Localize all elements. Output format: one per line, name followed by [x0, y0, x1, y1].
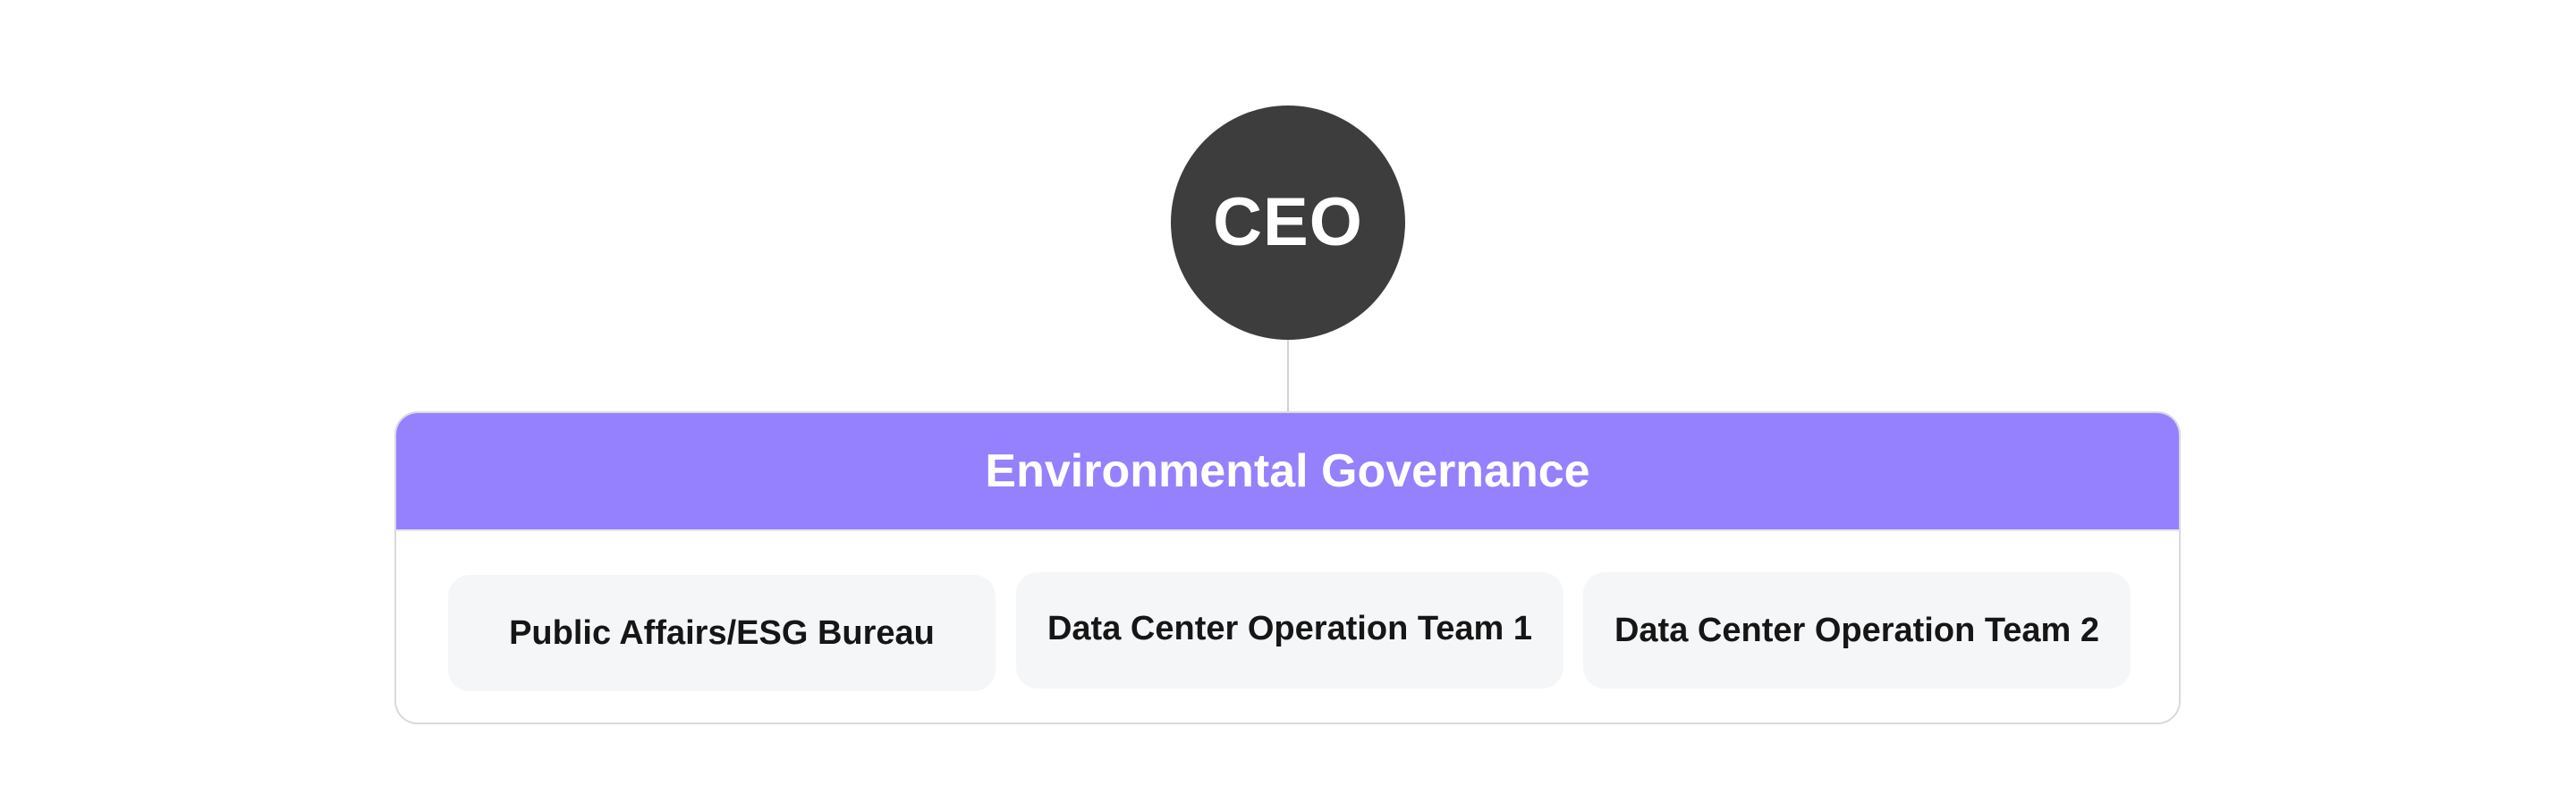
- team-card-data-center-operation-team-1: Data Center Operation Team 1: [1016, 572, 1563, 689]
- team-card-public-affairs-esg-bureau: Public Affairs/ESG Bureau: [448, 575, 996, 691]
- environmental-governance-group: Environmental Governance Public Affairs/…: [394, 411, 2181, 724]
- team-label: Data Center Operation Team 2: [1614, 612, 2099, 649]
- team-label: Public Affairs/ESG Bureau: [509, 614, 935, 652]
- group-title: Environmental Governance: [985, 445, 1590, 497]
- ceo-to-group-connector: [1287, 340, 1289, 411]
- team-card-data-center-operation-team-2: Data Center Operation Team 2: [1583, 572, 2131, 689]
- group-header: Environmental Governance: [396, 413, 2179, 531]
- team-label: Data Center Operation Team 1: [1046, 610, 1532, 647]
- ceo-node: CEO: [1171, 106, 1405, 340]
- ceo-label: CEO: [1213, 184, 1363, 260]
